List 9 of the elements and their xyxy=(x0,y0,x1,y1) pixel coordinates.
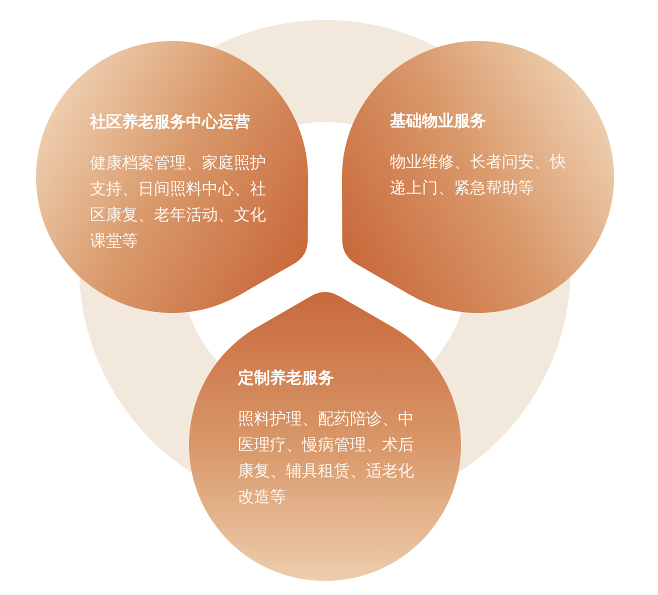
node-description: 物业维修、长者问安、快递上门、紧急帮助等 xyxy=(390,151,567,199)
node-title: 定制养老服务 xyxy=(238,366,335,389)
node-description: 健康档案管理、家庭照护支持、日间照料中心、社区康复、老年活动、文化课堂等 xyxy=(90,152,267,252)
teardrop-shape xyxy=(342,41,614,313)
teardrop-shape xyxy=(189,292,461,581)
teardrop-shape xyxy=(36,41,308,313)
node-title: 基础物业服务 xyxy=(390,110,487,132)
node-title: 社区养老服务中心运营 xyxy=(90,111,251,133)
node-description: 照料护理、配药陪诊、中医理疗、慢病管理、术后康复、辅具租赁、适老化改造等 xyxy=(238,408,415,508)
